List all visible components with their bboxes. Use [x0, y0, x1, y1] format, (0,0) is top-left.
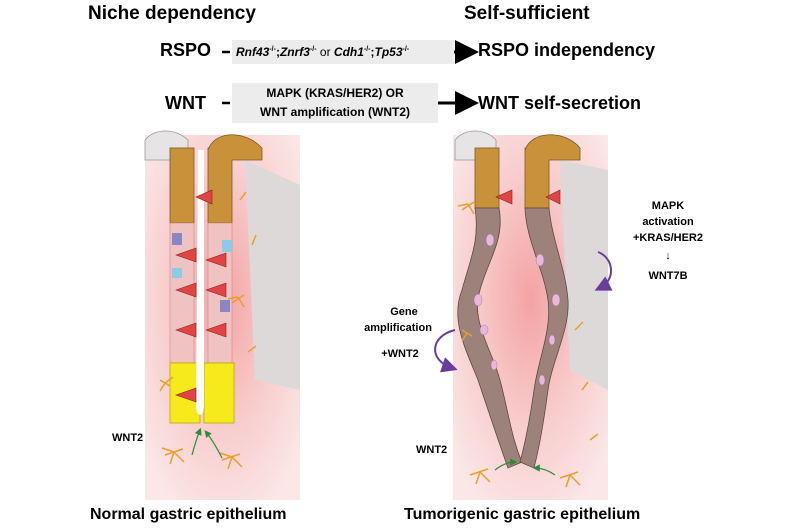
left-stem-cells [175, 189, 227, 403]
left-pit-surface [207, 134, 263, 161]
gene-amp-cycle-arrow [434, 329, 458, 373]
gene-amp-label-3: +WNT2 [381, 348, 419, 360]
caption-normal: Normal gastric epithelium [90, 506, 287, 523]
gene-amp-label-1: Gene [390, 306, 418, 318]
left-fibroblasts [159, 191, 257, 470]
left-wnt-arrows [191, 427, 223, 459]
mapk-label-1: MAPK [651, 200, 685, 212]
right-pit-left [474, 147, 500, 209]
wnt-box-line1: MAPK (KRAS/HER2) OR [266, 86, 404, 100]
mapk-cycle-arrow [594, 251, 613, 291]
right-grey-tissue [560, 160, 608, 390]
normal-gland [144, 130, 300, 500]
caption-tumor: Tumorigenic gastric epithelium [404, 506, 641, 523]
mapk-label-4: WNT7B [648, 270, 688, 282]
rspo-label: RSPO [160, 40, 212, 60]
rspo-mutation-text: Rnf43-/-;Znrf3-/- or Cdh1-/-;Tp53-/- [236, 45, 410, 59]
mapk-down-arrow: ↓ [665, 250, 671, 262]
left-base-yellow-r [203, 362, 235, 424]
header-self-sufficient: Self-sufficient [464, 3, 590, 24]
right-pit-surface [524, 134, 581, 161]
wnt-box-line2: WNT amplification (WNT2) [260, 105, 410, 119]
header-niche-dependency: Niche dependency [88, 3, 256, 24]
left-grey-tissue [245, 160, 300, 390]
mapk-label-2: activation [642, 216, 694, 228]
gene-amp-label-2: amplification [364, 322, 432, 334]
mapk-label-3: +KRAS/HER2 [633, 232, 703, 244]
left-gland-lumen [196, 150, 204, 415]
tumor-vacuoles [473, 233, 561, 386]
wnt2-left-label: WNT2 [112, 432, 144, 444]
wnt2-right-label: WNT2 [416, 444, 448, 456]
tumor-gland [453, 130, 608, 500]
wnt-mechanism-box [232, 83, 438, 123]
wnt-result: WNT self-secretion [478, 93, 642, 113]
right-wnt-arrows [494, 458, 556, 476]
right-fibroblasts [457, 201, 599, 488]
rspo-result: RSPO independency [478, 40, 656, 60]
left-pit-left [169, 147, 195, 224]
left-pit-right [207, 147, 233, 224]
wnt-label: WNT [165, 93, 206, 113]
rspo-mutation-box [232, 40, 454, 64]
